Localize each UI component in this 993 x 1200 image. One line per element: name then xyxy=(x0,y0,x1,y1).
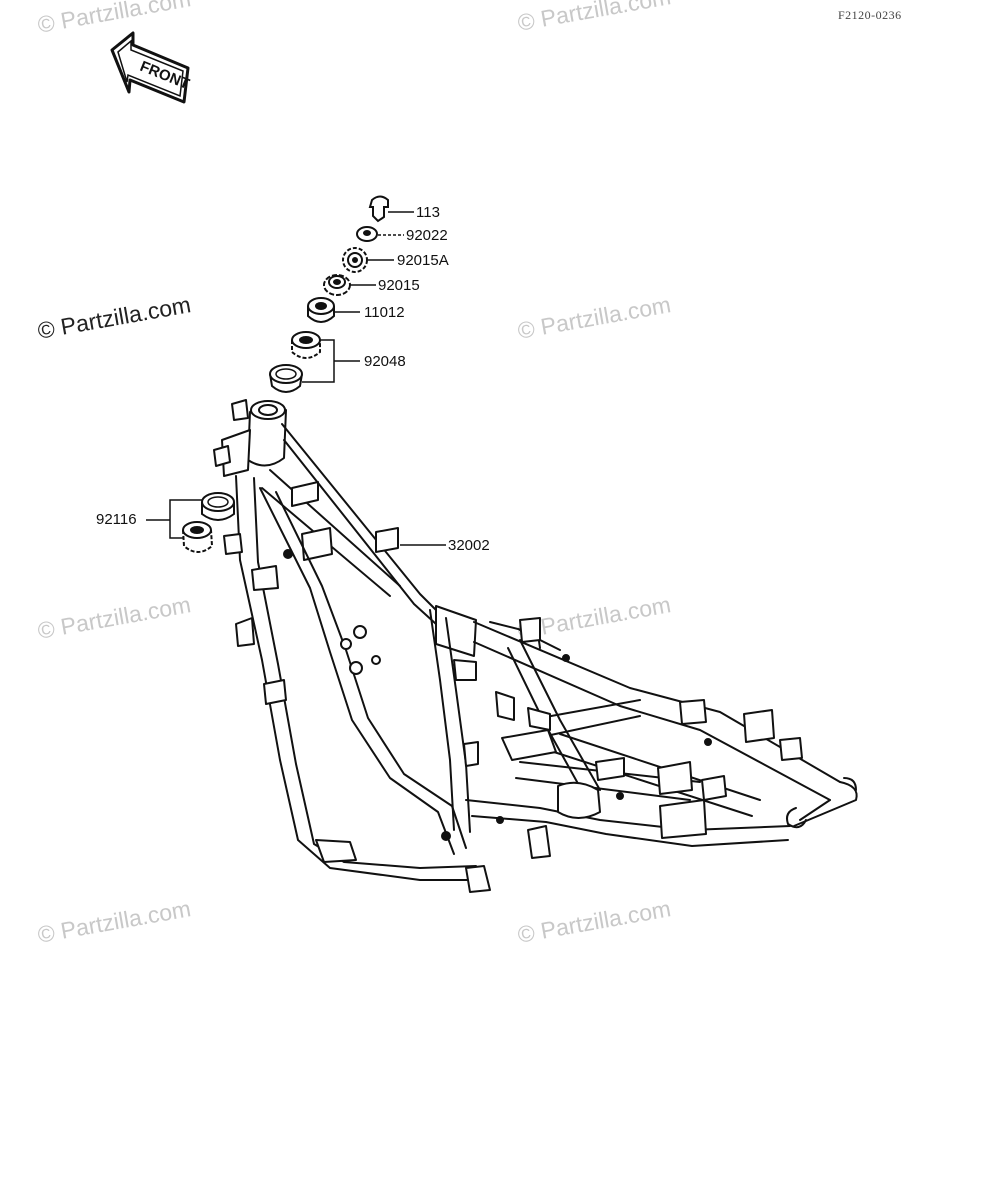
race-lower-icon xyxy=(201,492,235,521)
callout-92022: 92022 xyxy=(406,227,448,244)
callout-92116: 92116 xyxy=(96,511,137,528)
bolt-icon xyxy=(368,195,389,223)
ref-code: F2120-0236 xyxy=(838,8,902,22)
leader-lines xyxy=(146,211,446,546)
callout-92048: 92048 xyxy=(364,353,406,370)
bearing-lower-icon xyxy=(182,521,214,553)
callout-11012: 11012 xyxy=(364,304,405,321)
race-upper-icon xyxy=(269,364,303,393)
bushing-icon xyxy=(307,297,335,323)
bearing-upper-icon xyxy=(291,331,321,359)
lock-washer-icon xyxy=(342,247,368,273)
callout-92015: 92015 xyxy=(378,277,420,294)
washer-icon xyxy=(356,226,378,242)
callout-32002: 32002 xyxy=(448,537,490,554)
callout-92015a: 92015A xyxy=(397,252,449,269)
callout-113: 113 xyxy=(416,204,440,221)
frame-icon xyxy=(213,399,858,893)
castle-nut-icon xyxy=(323,274,351,296)
front-arrow-icon: FRONT xyxy=(110,31,192,104)
